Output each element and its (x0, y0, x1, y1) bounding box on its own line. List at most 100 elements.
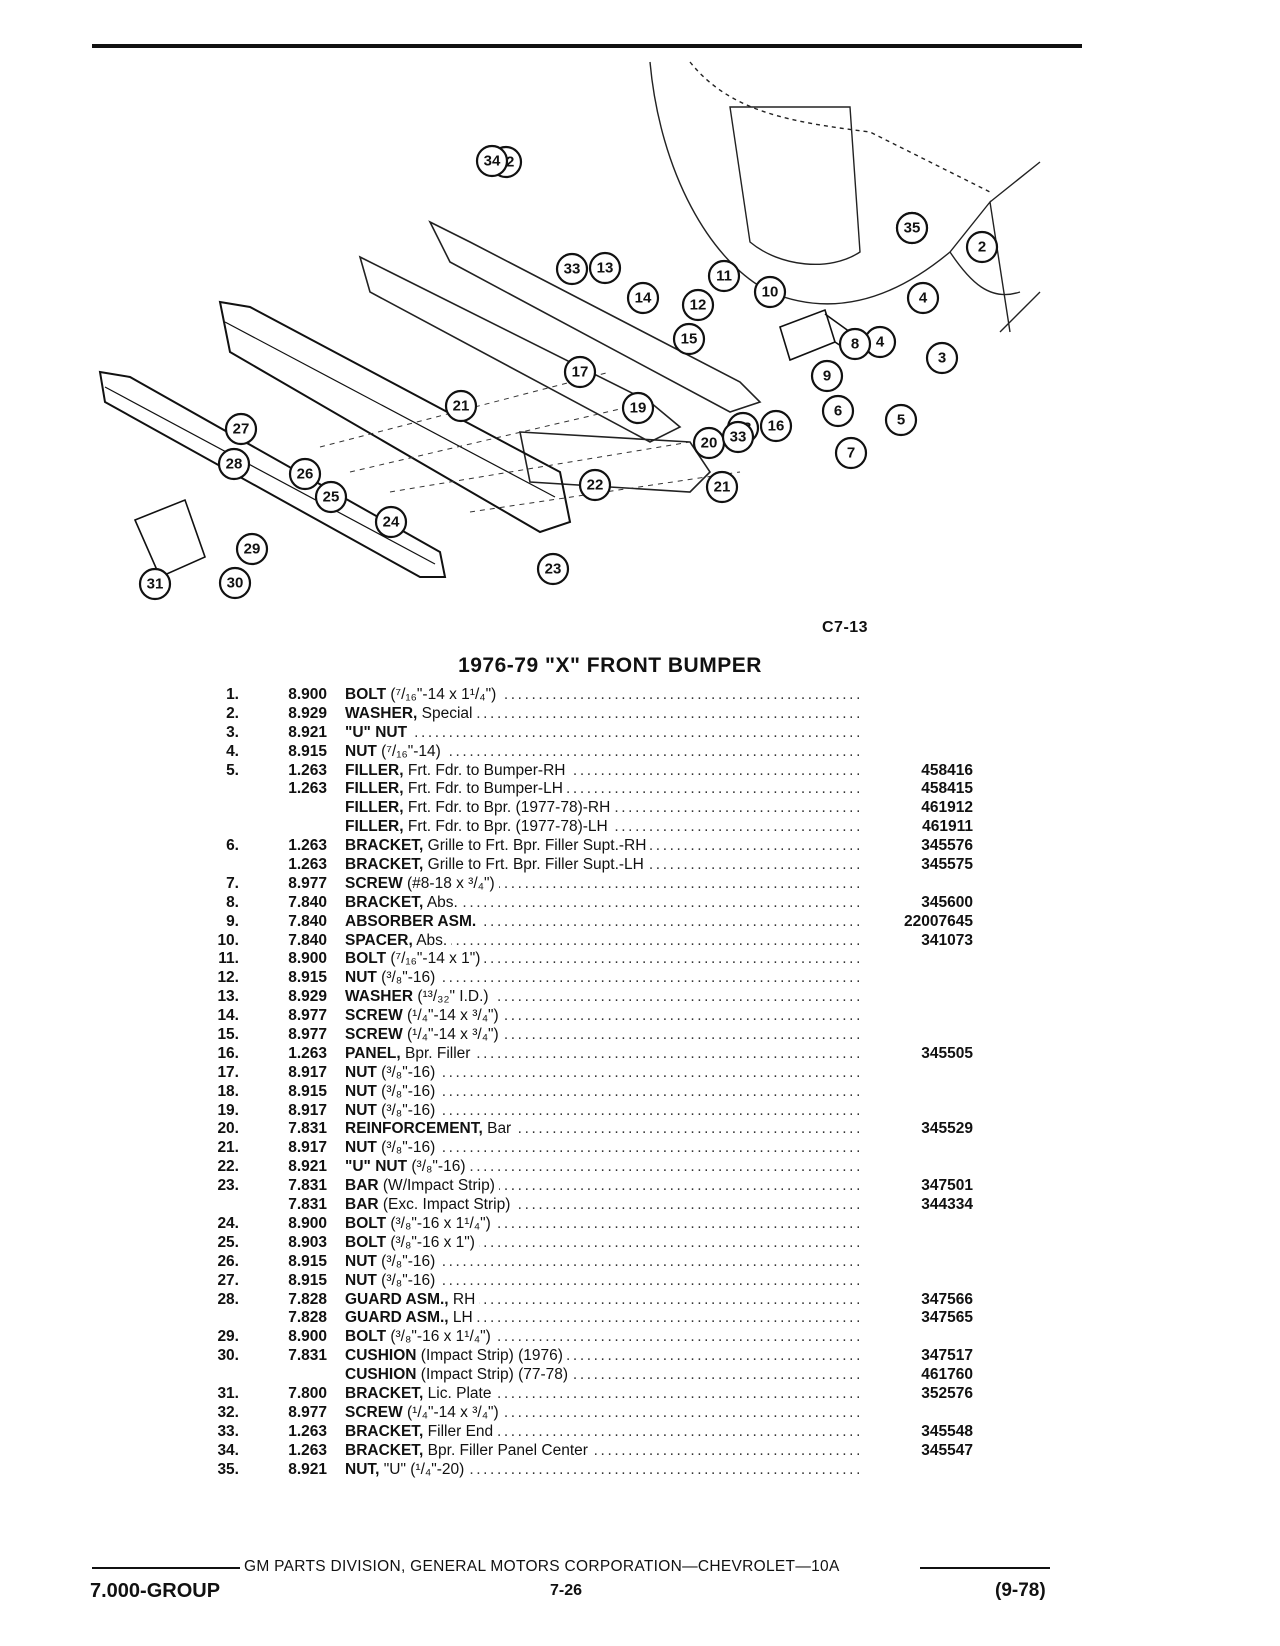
part-detail: (W/Impact Strip) (378, 1177, 495, 1195)
part-number (863, 1461, 973, 1480)
part-detail: Frt. Fdr. to Bumper-RH (403, 761, 566, 779)
part-row: 34.1.263................................… (195, 1441, 975, 1461)
list-title: 1976-79 "X" FRONT BUMPER (458, 654, 762, 677)
part-number (863, 743, 973, 762)
part-index: 17. (217, 1063, 239, 1081)
part-group-number (239, 799, 327, 818)
part-number (863, 1007, 973, 1026)
part-detail: "U" (¹/₄"-20) (379, 1460, 465, 1478)
part-detail: (³/₈"-16) (376, 969, 436, 987)
part-detail: (³/₈"-16) (376, 1271, 436, 1289)
callout-label: 27 (233, 421, 250, 438)
part-group-number: 1.263 (288, 1422, 327, 1440)
part-index (195, 1366, 239, 1385)
part-row: 4.8.915.................................… (195, 742, 975, 762)
part-description: ........................................… (345, 1347, 863, 1365)
callout-circle (374, 505, 408, 539)
license-plate-bracket (133, 498, 206, 579)
part-description: ........................................… (345, 969, 863, 987)
callout-label: 2 (978, 239, 986, 256)
part-row: 33.1.263................................… (195, 1422, 975, 1442)
part-name: GUARD ASM., (345, 1290, 449, 1308)
part-detail: (³/₈"-16 x 1") (386, 1233, 475, 1251)
bumper-diagram-svg: 1234456789101112131415161718192021212223… (98, 61, 1041, 601)
callout-circle (563, 355, 597, 389)
part-row: 18.8.915................................… (195, 1082, 975, 1102)
callout-circle (444, 389, 478, 423)
part-row: 32.8.977................................… (195, 1403, 975, 1423)
callout-29: 29 (235, 532, 269, 566)
callout-label: 10 (762, 284, 779, 301)
callout-label: 24 (383, 514, 400, 531)
part-detail: Abs. (412, 931, 448, 949)
part-group-number: 8.903 (288, 1233, 327, 1251)
part-group-number: 8.977 (288, 1403, 327, 1421)
callout-label: 35 (904, 220, 921, 237)
callout-circle (621, 391, 655, 425)
part-group-number: 1.263 (288, 780, 327, 798)
callout-20: 20 (692, 426, 726, 460)
part-group-number: 8.977 (288, 1007, 327, 1025)
part-index (195, 856, 239, 875)
callout-circle (288, 457, 322, 491)
callout-label: 17 (572, 364, 589, 381)
part-index: 26. (217, 1252, 239, 1270)
part-description: ........................................… (345, 1063, 863, 1081)
part-group-number: 1.263 (288, 837, 327, 855)
part-row: 7.831...................................… (195, 1196, 975, 1215)
part-index: 6. (226, 837, 239, 855)
part-row: 17.8.917................................… (195, 1063, 975, 1083)
part-description: ........................................… (345, 1044, 863, 1062)
part-row: 20.7.831................................… (195, 1120, 975, 1139)
part-detail: (¹/₄"-14 x ³/₄") (402, 1403, 499, 1421)
part-name: BRACKET, (345, 1441, 424, 1459)
part-detail: RH (448, 1290, 476, 1308)
callout-label: 23 (545, 561, 562, 578)
part-name: GUARD ASM., (345, 1309, 449, 1327)
callout-circle (906, 281, 940, 315)
part-name: BRACKET, (345, 1384, 424, 1402)
part-name: REINFORCEMENT, (345, 1120, 483, 1138)
part-row: 23.7.831................................… (195, 1177, 975, 1196)
part-index: 33. (217, 1422, 239, 1440)
callout-layer: 1234456789101112131415161718192021212223… (138, 144, 999, 601)
part-description: ........................................… (345, 1271, 863, 1289)
part-row: 7.828...................................… (195, 1309, 975, 1328)
part-number (863, 1064, 973, 1083)
part-number: 345505 (921, 1044, 973, 1062)
part-group-number: 8.915 (288, 1082, 327, 1100)
part-name: NUT (345, 1082, 377, 1100)
part-detail: (¹/₄"-14 x ³/₄") (402, 1007, 499, 1025)
callout-label: 31 (147, 576, 164, 593)
part-description: ........................................… (345, 1007, 863, 1025)
part-index: 8. (226, 893, 239, 911)
part-description: ........................................… (345, 1460, 863, 1478)
part-number (863, 1139, 973, 1158)
part-number: 345575 (921, 856, 973, 874)
callout-17: 17 (563, 355, 597, 389)
callout-label: 21 (714, 479, 731, 496)
callout-label: 28 (226, 456, 243, 473)
part-index: 34. (217, 1441, 239, 1459)
part-group-number: 7.840 (288, 893, 327, 911)
callout-label: 12 (690, 297, 707, 314)
callout-label: 33 (564, 261, 581, 278)
part-description: ........................................… (345, 931, 863, 949)
callout-circle (965, 230, 999, 264)
part-index (195, 780, 239, 799)
part-name: NUT (345, 1271, 377, 1289)
callout-9: 9 (810, 359, 844, 393)
top-rule (92, 44, 1082, 48)
part-detail: (³/₈"-16) (376, 1101, 436, 1119)
part-name: NUT (345, 969, 377, 987)
part-detail: (¹/₄"-14 x ³/₄") (402, 1026, 499, 1044)
part-name: BRACKET, (345, 837, 424, 855)
part-number (863, 1102, 973, 1121)
callout-label: 16 (768, 418, 785, 435)
part-number: 458415 (921, 780, 973, 798)
part-index: 29. (217, 1328, 239, 1346)
part-description: ........................................… (345, 1403, 863, 1421)
part-number: 347501 (921, 1177, 973, 1195)
part-name: SPACER, (345, 931, 413, 949)
callout-25: 25 (314, 480, 348, 514)
